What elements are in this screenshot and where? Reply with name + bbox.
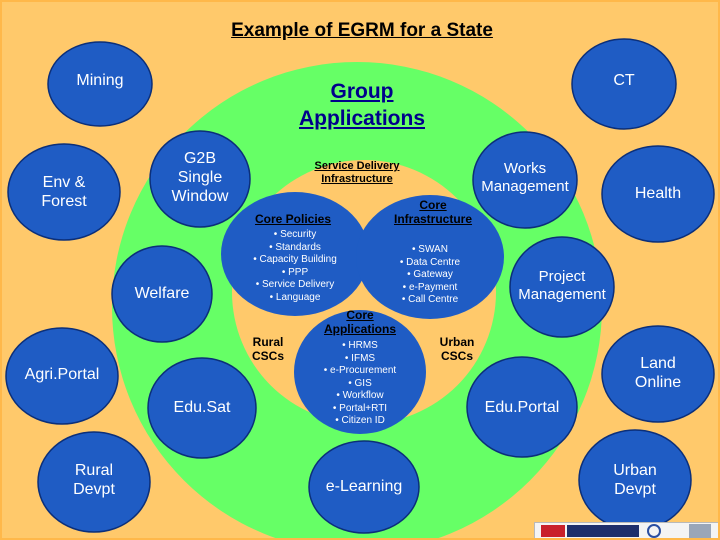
service-delivery-label: Service Delivery Infrastructure (314, 160, 400, 185)
e-learning-label: e-Learning (325, 478, 403, 495)
g2b-single-window-label: G2B Single Window (171, 150, 229, 205)
rural-devpt-circle (37, 431, 151, 533)
core-infrastructure-circle (356, 195, 504, 319)
e-learning-circle (308, 440, 420, 534)
agri-portal-label: Agri.Portal (24, 366, 100, 383)
project-management-circle (509, 236, 615, 338)
mining-circle (47, 41, 153, 127)
agri-portal-circle (5, 327, 119, 425)
works-management-circle (472, 131, 578, 229)
core-applications-list: • HRMS • IFMS • e-Procurement • GIS • Wo… (323, 340, 397, 426)
core-infrastructure-heading: Core Infrastructure (393, 198, 473, 227)
ct-label: CT (613, 72, 635, 89)
g2b-circle (149, 130, 251, 228)
nisg-logo (541, 525, 565, 537)
core-policies-circle (221, 192, 369, 316)
edu-sat-label: Edu.Sat (173, 399, 231, 416)
diagram-title: Example of EGRM for a State (231, 20, 493, 41)
core-policies-list: • Security • Standards • Capacity Buildi… (253, 229, 337, 303)
project-management-label: Project Management (518, 268, 606, 303)
urban-devpt-label: Urban Devpt (613, 462, 657, 498)
urban-cscs-label: Urban CSCs (439, 335, 475, 364)
partner-logos (534, 522, 718, 538)
welfare-circle (111, 245, 213, 343)
rural-cscs-label: Rural CSCs (251, 335, 284, 364)
land-online-label: Land Online (634, 355, 682, 391)
core-infrastructure-list: • SWAN • Data Centre • Gateway • e-Payme… (399, 244, 461, 305)
land-online-circle (601, 325, 715, 423)
health-circle (601, 145, 715, 243)
mining-label: Mining (76, 72, 124, 89)
nisg-banner-logo (567, 525, 639, 537)
edu-portal-circle (466, 356, 578, 458)
env-forest-circle (7, 143, 121, 241)
core-policies-heading: Core Policies (254, 212, 332, 226)
works-management-label: Works Management (481, 160, 569, 195)
health-label: Health (634, 185, 682, 202)
group-applications-title: Group Applications (298, 80, 425, 131)
edu-portal-label: Edu.Portal (484, 399, 560, 416)
edu-sat-circle (147, 357, 257, 459)
rural-devpt-label: Rural Devpt (73, 462, 115, 498)
gov-ring-logo (647, 524, 661, 538)
core-applications-heading: Core Applications (323, 308, 396, 337)
core-applications-circle (294, 310, 426, 434)
env-forest-label: Env & Forest (41, 174, 87, 210)
welfare-label: Welfare (134, 285, 190, 302)
ct-circle (571, 38, 677, 130)
emblem-logo (689, 524, 711, 538)
